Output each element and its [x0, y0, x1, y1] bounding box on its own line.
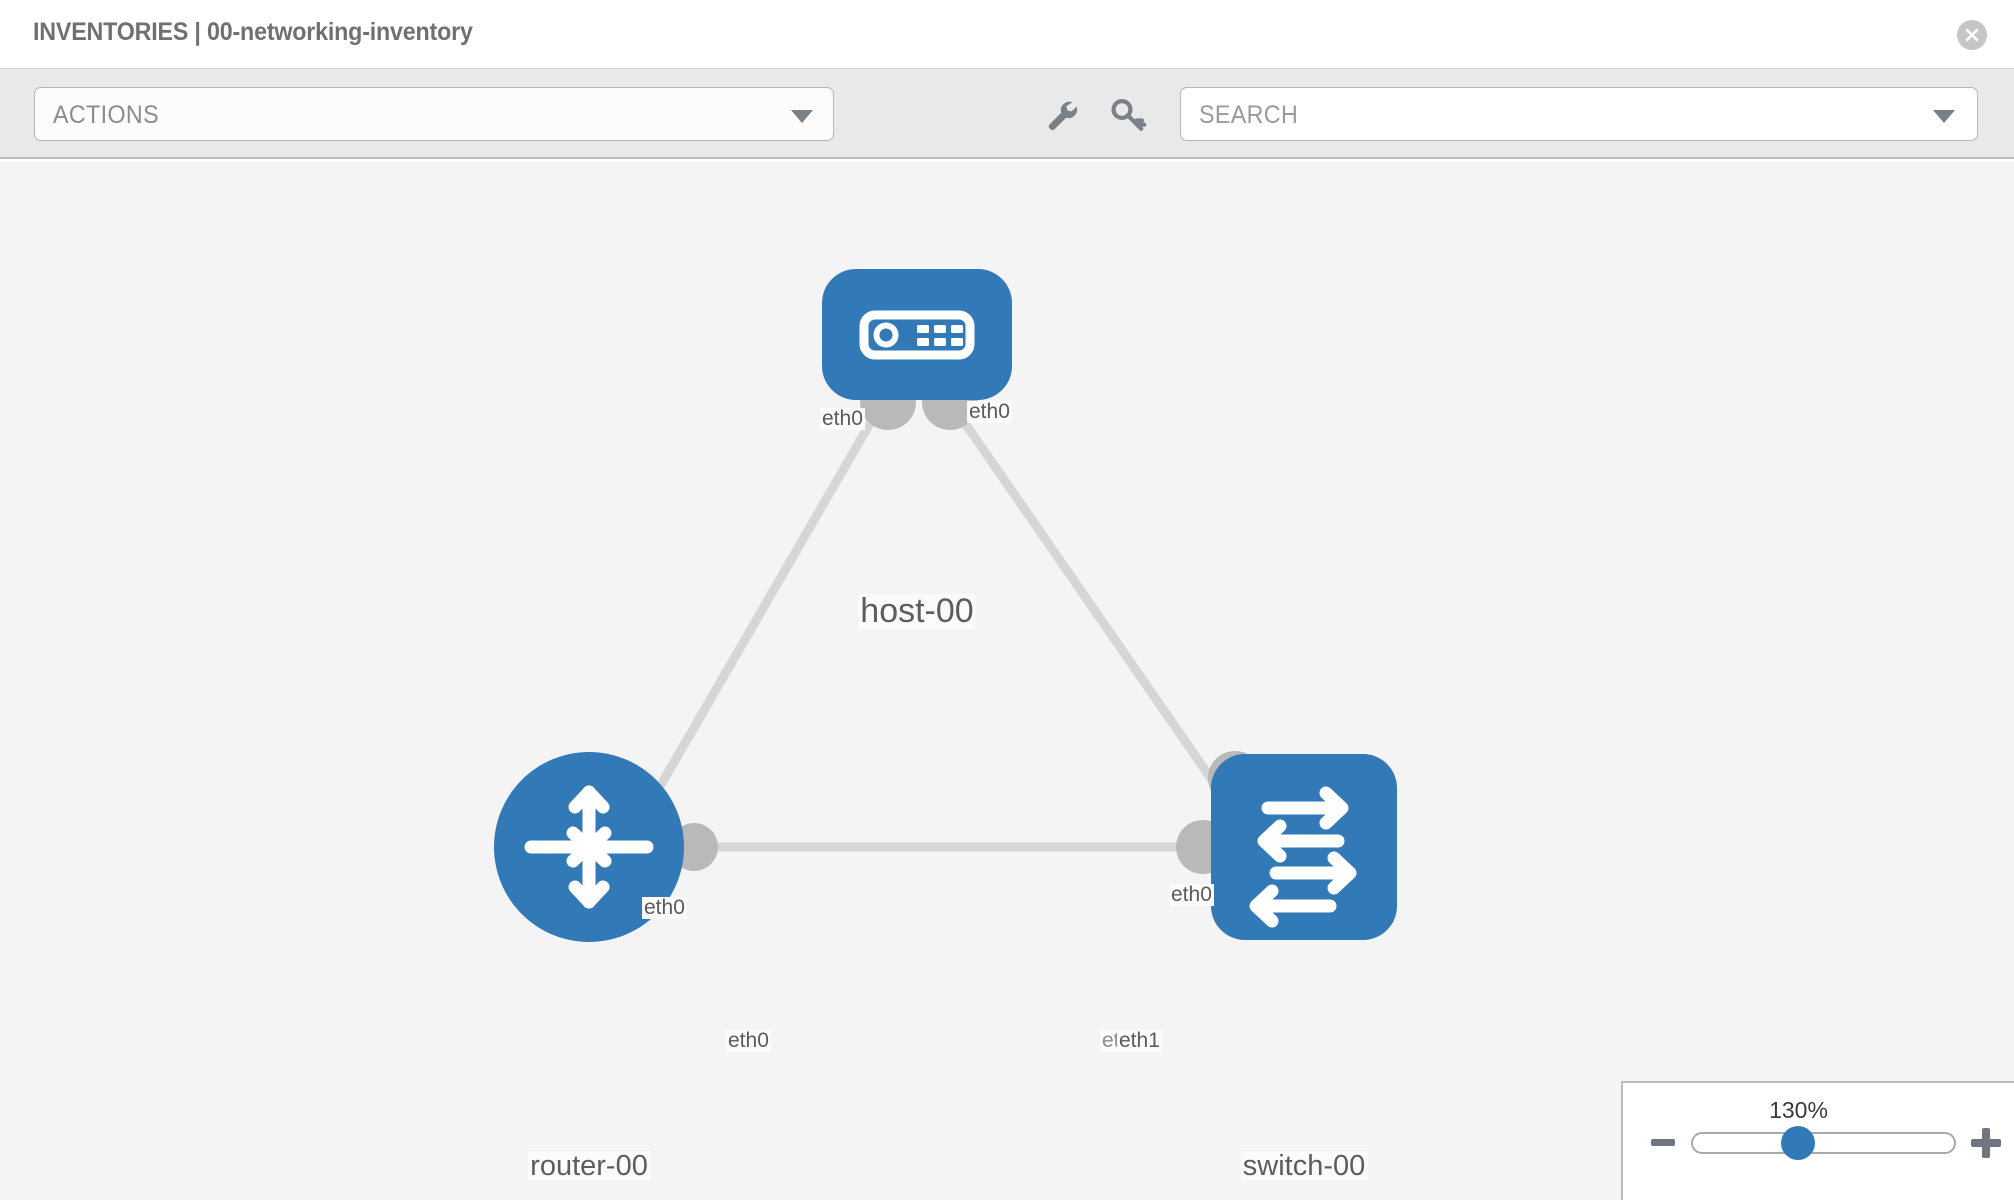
chevron-down-icon — [791, 110, 813, 123]
zoom-out-button[interactable] — [1651, 1139, 1675, 1146]
node-host-00[interactable] — [822, 269, 1012, 400]
node-router-00[interactable] — [494, 752, 684, 942]
wrench-icon[interactable] — [1042, 96, 1080, 134]
interface-label: eth1 — [1117, 1029, 1162, 1053]
router-arrows-icon — [524, 785, 654, 909]
link-host00-router00[interactable] — [636, 410, 880, 824]
node-switch-00[interactable] — [1211, 754, 1397, 940]
interface-label: eth0 — [726, 1029, 771, 1053]
actions-dropdown[interactable]: ACTIONS — [34, 87, 834, 141]
zoom-slider-track[interactable] — [1691, 1132, 1956, 1154]
close-icon[interactable] — [1957, 20, 1987, 50]
node-label-switch-00: switch-00 — [1240, 1150, 1368, 1182]
search-input[interactable]: SEARCH — [1180, 87, 1978, 141]
node-label-host-00: host-00 — [858, 592, 976, 630]
server-icon — [859, 310, 975, 360]
interface-label: eth0 — [820, 407, 865, 431]
topology-graph — [494, 269, 1397, 942]
zoom-slider-thumb[interactable] — [1781, 1126, 1815, 1160]
toolbar: ACTIONS SEARCH — [0, 69, 2014, 159]
link-host00-switch00[interactable] — [954, 410, 1234, 809]
topology-canvas[interactable]: eth0 eth0 eth0 eth0 eth0 eth0 eth1 host-… — [0, 161, 2014, 1200]
key-icon[interactable] — [1109, 96, 1147, 134]
page-header: INVENTORIES | 00-networking-inventory — [0, 0, 2014, 69]
interface-label: eth0 — [967, 400, 1012, 424]
page-title: INVENTORIES | 00-networking-inventory — [33, 18, 473, 46]
actions-dropdown-label: ACTIONS — [53, 101, 159, 129]
interface-label: eth0 — [642, 896, 687, 920]
zoom-control-panel: 130% — [1621, 1081, 2014, 1200]
zoom-in-button[interactable] — [1971, 1128, 2001, 1158]
node-label-router-00: router-00 — [528, 1150, 650, 1182]
zoom-level-label: 130% — [1769, 1097, 1828, 1123]
interface-label: eth0 — [1169, 883, 1214, 907]
chevron-down-icon — [1933, 110, 1955, 123]
topology-links — [636, 410, 1234, 852]
switch-arrows-icon — [1249, 786, 1357, 928]
search-placeholder: SEARCH — [1199, 101, 1299, 129]
